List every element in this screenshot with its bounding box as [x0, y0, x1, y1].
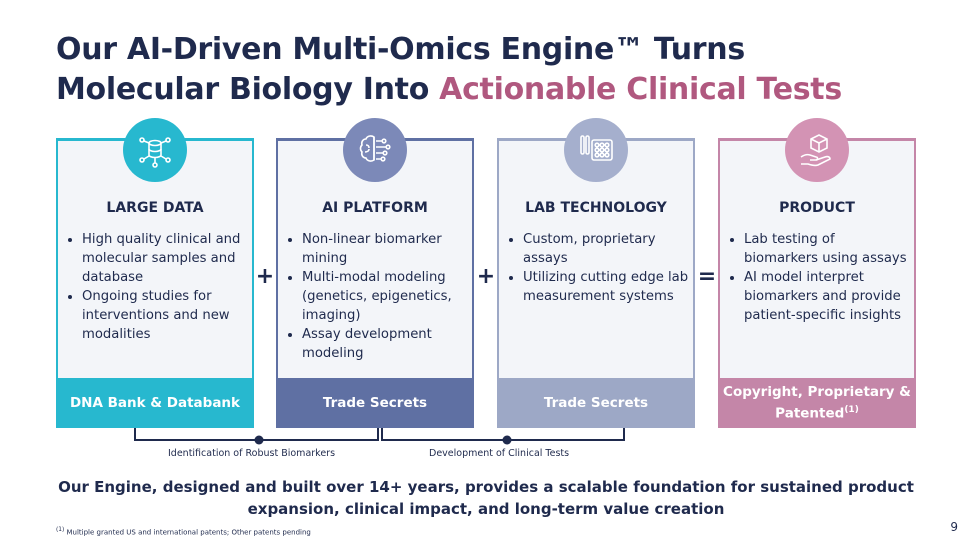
list-item: Multi-modal modeling (genetics, epigenet…: [302, 268, 468, 325]
footnote-marker: (1): [844, 405, 859, 416]
connector-label-left: Identification of Robust Biomarkers: [168, 448, 336, 459]
page-title: Our AI-Driven Multi-Omics Engine™ Turns …: [56, 30, 936, 110]
brain-circuit-icon: [343, 118, 407, 182]
column-footer: Copyright, Proprietary & Patented(1): [718, 378, 916, 428]
lab-plate-icon: [564, 118, 628, 182]
title-line-2-prefix: Molecular Biology Into: [56, 72, 440, 107]
bullet-list: Custom, proprietary assays Utilizing cut…: [507, 230, 689, 306]
equals-operator: =: [697, 264, 717, 289]
bullet-list: Non-linear biomarker mining Multi-modal …: [286, 230, 468, 363]
summary-statement: Our Engine, designed and built over 14+ …: [58, 478, 914, 518]
footnote-marker: (1): [56, 527, 65, 533]
bullet-list: High quality clinical and molecular samp…: [66, 230, 248, 344]
column-footer: Trade Secrets: [497, 378, 695, 428]
list-item: Assay development modeling: [302, 325, 468, 363]
connector-label-right: Development of Clinical Tests: [429, 448, 570, 459]
column-large-data: LARGE DATA High quality clinical and mol…: [56, 118, 254, 428]
column-heading: AI PLATFORM: [322, 200, 428, 216]
plus-operator: +: [476, 264, 496, 289]
column-product: PRODUCT Lab testing of biomarkers using …: [718, 118, 916, 428]
footnote-text: Multiple granted US and international pa…: [64, 528, 311, 537]
title-line-1: Our AI-Driven Multi-Omics Engine™ Turns: [56, 32, 745, 67]
hand-box-icon: [785, 118, 849, 182]
column-ai-platform: AI PLATFORM Non-linear biomarker mining …: [276, 118, 474, 428]
column-heading: LARGE DATA: [106, 200, 204, 216]
bullet-list: Lab testing of biomarkers using assays A…: [728, 230, 910, 325]
footer-text: Copyright, Proprietary & Patented(1): [718, 383, 916, 423]
data-network-icon: [123, 118, 187, 182]
column-heading: LAB TECHNOLOGY: [525, 200, 667, 216]
list-item: Lab testing of biomarkers using assays: [744, 230, 910, 268]
footnote: (1) Multiple granted US and internationa…: [56, 527, 311, 536]
list-item: High quality clinical and molecular samp…: [82, 230, 248, 287]
page-number: 9: [950, 520, 958, 534]
column-footer: DNA Bank & Databank: [56, 378, 254, 428]
plus-operator: +: [255, 264, 275, 289]
title-line-2: Molecular Biology Into Actionable Clinic…: [56, 70, 936, 110]
column-lab-technology: LAB TECHNOLOGY Custom, proprietary assay…: [497, 118, 695, 428]
list-item: Ongoing studies for interventions and ne…: [82, 287, 248, 344]
footer-label: Copyright, Proprietary & Patented: [723, 384, 911, 422]
list-item: Utilizing cutting edge lab measurement s…: [523, 268, 689, 306]
column-heading: PRODUCT: [779, 200, 855, 216]
list-item: Non-linear biomarker mining: [302, 230, 468, 268]
column-footer: Trade Secrets: [276, 378, 474, 428]
list-item: AI model interpret biomarkers and provid…: [744, 268, 910, 325]
title-accent: Actionable Clinical Tests: [439, 72, 842, 107]
list-item: Custom, proprietary assays: [523, 230, 689, 268]
